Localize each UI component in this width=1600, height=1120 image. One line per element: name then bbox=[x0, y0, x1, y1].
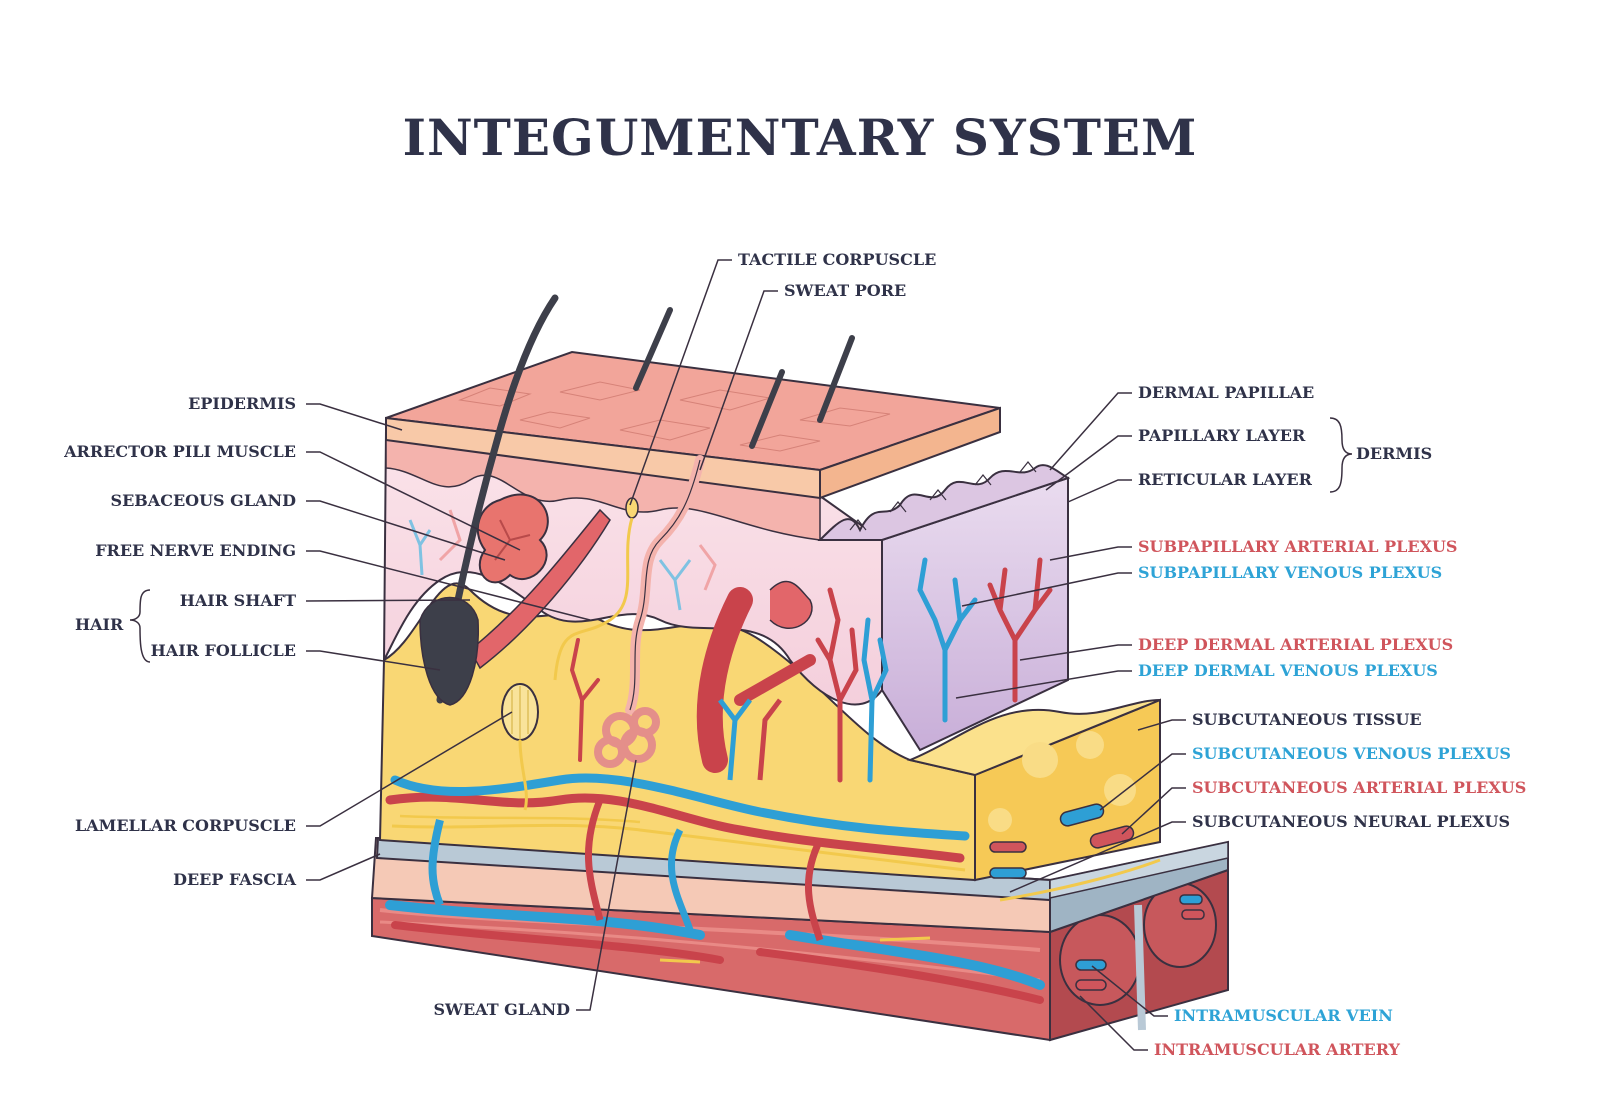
label-deep-dermal-arterial-plexus: DEEP DERMAL ARTERIAL PLEXUS bbox=[1138, 635, 1454, 654]
label-hair-follicle: HAIR FOLLICLE bbox=[150, 641, 296, 660]
label-lamellar-corpuscle: LAMELLAR CORPUSCLE bbox=[74, 816, 296, 835]
label-reticular-layer: RETICULAR LAYER bbox=[1138, 470, 1312, 489]
label-subpapillary-arterial-plexus: SUBPAPILLARY ARTERIAL PLEXUS bbox=[1138, 537, 1458, 556]
label-tactile-corpuscle: TACTILE CORPUSCLE bbox=[738, 250, 937, 269]
label-arrector-pili-muscle: ARRECTOR PILI MUSCLE bbox=[64, 442, 296, 461]
label-intramuscular-artery: INTRAMUSCULAR ARTERY bbox=[1154, 1040, 1400, 1059]
label-sweat-gland: SWEAT GLAND bbox=[433, 1000, 570, 1019]
hair-structures bbox=[419, 294, 855, 706]
sweat-gland bbox=[594, 455, 705, 768]
label-hair: HAIR bbox=[75, 615, 124, 634]
leader-lines bbox=[129, 259, 1353, 1051]
dermis-layer bbox=[383, 428, 1071, 783]
label-deep-fascia: DEEP FASCIA bbox=[173, 870, 296, 889]
label-intramuscular-vein: INTRAMUSCULAR VEIN bbox=[1174, 1006, 1393, 1025]
label-hair-shaft: HAIR SHAFT bbox=[179, 591, 296, 610]
label-free-nerve-ending: FREE NERVE ENDING bbox=[95, 541, 296, 560]
label-dermal-papillae: DERMAL PAPILLAE bbox=[1138, 383, 1315, 402]
label-deep-dermal-venous-plexus: DEEP DERMAL VENOUS PLEXUS bbox=[1138, 661, 1438, 680]
label-subcutaneous-tissue: SUBCUTANEOUS TISSUE bbox=[1192, 710, 1422, 729]
lamellar-corpuscle bbox=[501, 683, 539, 811]
label-subcutaneous-neural-plexus: SUBCUTANEOUS NEURAL PLEXUS bbox=[1192, 812, 1510, 831]
label-dermis: DERMIS bbox=[1356, 444, 1433, 463]
label-subpapillary-venous-plexus: SUBPAPILLARY VENOUS PLEXUS bbox=[1138, 563, 1443, 582]
label-subcutaneous-arterial-plexus: SUBCUTANEOUS ARTERIAL PLEXUS bbox=[1192, 778, 1527, 797]
label-sebaceous-gland: SEBACEOUS GLAND bbox=[110, 491, 296, 510]
label-epidermis: EPIDERMIS bbox=[188, 394, 296, 413]
deep-fascia-layer bbox=[370, 836, 1229, 934]
dermal-vessels bbox=[696, 580, 816, 781]
subcutaneous-layer bbox=[378, 582, 1161, 942]
diagram-title: INTEGUMENTARY SYSTEM bbox=[402, 108, 1198, 167]
label-sweat-pore: SWEAT PORE bbox=[784, 281, 907, 300]
muscle-layer bbox=[371, 868, 1229, 1042]
label-papillary-layer: PAPILLARY LAYER bbox=[1138, 426, 1306, 445]
label-subcutaneous-venous-plexus: SUBCUTANEOUS VENOUS PLEXUS bbox=[1192, 744, 1511, 763]
